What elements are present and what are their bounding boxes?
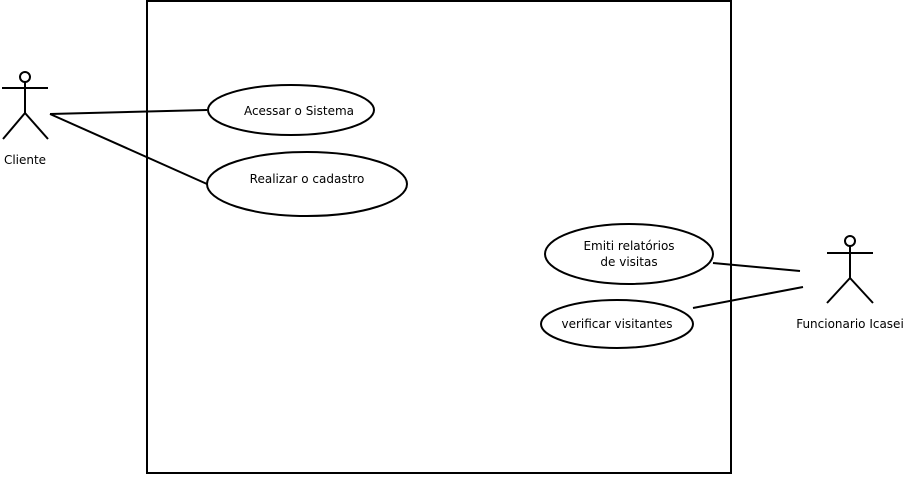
use-case-realizar-cadastro-label: Realizar o cadastro	[250, 172, 365, 186]
use-case-realizar-cadastro	[206, 151, 408, 217]
use-case-emitir-relatorios-label-line2: de visitas	[600, 255, 657, 269]
use-case-acessar-sistema	[207, 84, 375, 136]
actor-funcionario	[826, 235, 874, 304]
actor-funcionario-head	[844, 235, 856, 247]
actor-funcionario-label: Funcionario Icasei	[796, 317, 903, 331]
use-case-verificar-visitantes-label: verificar visitantes	[561, 317, 672, 331]
use-case-emitir-relatorios-label-line1: Emiti relatórios	[583, 239, 674, 253]
actor-cliente	[2, 71, 49, 140]
system-boundary	[146, 0, 732, 474]
actor-funcionario-left-leg	[826, 277, 851, 304]
association-cliente-cadastro	[49, 113, 208, 185]
use-case-verificar-visitantes	[540, 299, 694, 349]
association-funcionario-verificar	[692, 286, 804, 309]
association-cliente-acessar	[49, 109, 208, 115]
actor-cliente-left-leg	[2, 112, 26, 140]
use-case-emitir-relatorios	[544, 223, 714, 285]
actor-funcionario-right-leg	[849, 277, 874, 304]
actor-cliente-head	[19, 71, 31, 83]
actor-cliente-label: Cliente	[4, 153, 46, 167]
actor-cliente-right-leg	[24, 112, 49, 140]
association-funcionario-relatorios	[712, 262, 801, 272]
use-case-acessar-sistema-label: Acessar o Sistema	[244, 104, 354, 118]
